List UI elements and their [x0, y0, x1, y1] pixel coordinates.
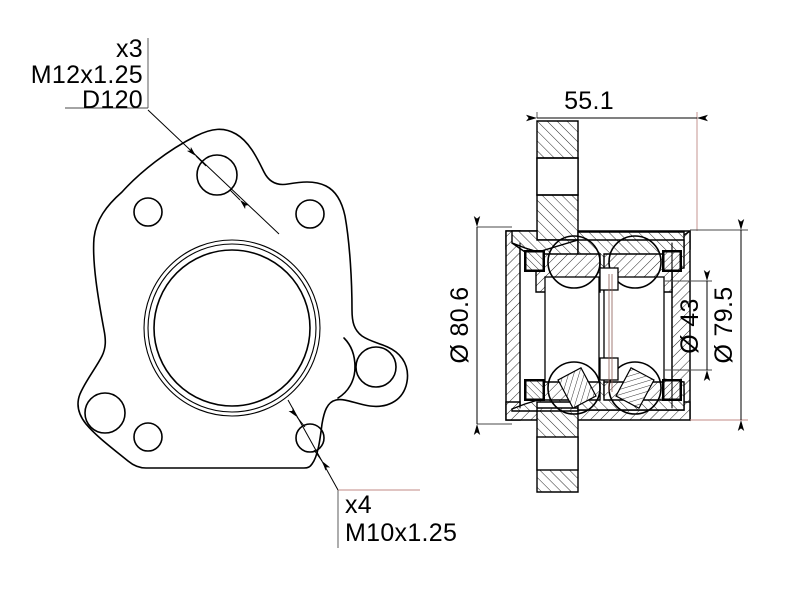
note-m12-line2: M12x1.25 [31, 61, 143, 89]
note-m12-line3: D120 [82, 86, 143, 114]
hub-flange-upper-slot [536, 157, 579, 196]
bolt-hole-m10-upper-left [133, 197, 163, 227]
note-m10-line1: x4 [345, 491, 372, 519]
bolt-hole-m12-bottom-left [84, 392, 126, 434]
bore-middle-circle [147, 243, 317, 413]
ear-blend-right [343, 337, 356, 368]
ball-lower-left [547, 361, 601, 415]
leader-arrow-m12-b [229, 189, 250, 210]
leader-arrow-m10-a [288, 407, 306, 428]
bolt-hole-m12-top [196, 154, 238, 196]
ear-blend-right-lower [337, 366, 356, 399]
flange-outline [77, 128, 409, 469]
seal-lower-left-inner [525, 380, 544, 400]
ball-upper-left [547, 235, 601, 289]
dim-label-flange-diameter: Ø 80.6 [446, 287, 474, 364]
flange-face-view: x3 M12x1.25 D120 x4 M10x1.25 [31, 35, 457, 548]
bore-inner-circle [153, 249, 311, 407]
note-m10-line2: M10x1.25 [345, 519, 457, 547]
bore-outer-circle [143, 239, 321, 417]
seal-upper-left-inner [525, 251, 544, 271]
leader-arrow-m12-a [186, 146, 207, 167]
note-m12-line1: x3 [116, 35, 143, 63]
bolt-hole-m10-upper-right [295, 199, 325, 229]
bolt-hole-m12-right [355, 346, 397, 388]
bolt-hole-m10-lower-right [295, 423, 325, 453]
leader-arrow-m10-b [313, 449, 331, 471]
cross-section-view: 55.1 Ø 80.6 Ø 43 Ø 79.5 [446, 87, 748, 493]
outer-ring-left-wall [505, 230, 521, 421]
dim-label-outer-diameter: Ø 79.5 [710, 287, 738, 364]
leader-line-m12 [147, 109, 280, 235]
bolt-hole-m10-lower-left [133, 422, 163, 452]
ball-lower-right-cage [615, 366, 655, 410]
hub-flange-lower-slot [536, 436, 579, 471]
ball-lower-left-cage [557, 366, 597, 410]
dim-label-bore-diameter: Ø 43 [676, 298, 704, 353]
dim-label-width: 55.1 [564, 87, 614, 115]
ball-upper-right [608, 235, 662, 289]
